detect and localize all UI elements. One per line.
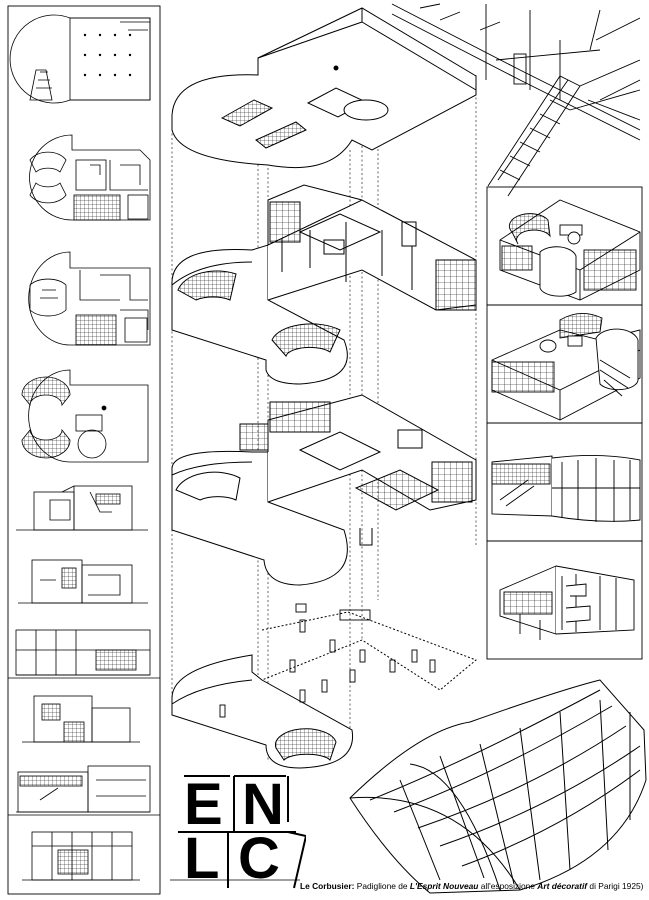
elevation-5 (16, 765, 151, 813)
axo-ground (171, 603, 477, 769)
axo-canopy (349, 679, 647, 894)
perspective-3 (491, 454, 641, 522)
perspective-1 (499, 199, 641, 301)
logo-frame (178, 775, 306, 889)
caption-journal: L'Esprit Nouveau (409, 881, 479, 891)
elevation-1 (16, 485, 148, 531)
plan-stairs (21, 369, 149, 463)
caption-text-3: di Parigi 1925) (587, 881, 644, 891)
caption-text-1: Padiglione de (354, 881, 410, 891)
stair-detail (391, 3, 641, 197)
perspective-4 (499, 565, 635, 640)
elevation-3 (15, 629, 151, 676)
axo-middle-floor (171, 394, 477, 586)
plan-roof (9, 14, 151, 104)
caption-expo: Art décoratif (537, 881, 588, 891)
drawing-caption: Le Corbusier: Padiglione de L'Esprit Nou… (300, 881, 643, 891)
left-panel-frame (7, 5, 161, 895)
logo-letter-c: C (238, 826, 280, 891)
elevation-6 (22, 831, 140, 881)
logo-letter-e: E (184, 772, 223, 837)
perspective-2 (491, 313, 641, 421)
plan-second-floor (28, 251, 151, 346)
plan-first-floor (29, 134, 151, 221)
right-panel-frame (486, 186, 643, 660)
elevation-4 (22, 695, 140, 743)
axo-upper-floor (171, 184, 477, 385)
axo-roof (171, 7, 477, 169)
elevation-2 (18, 559, 148, 604)
caption-text-2: all'esposizione (478, 881, 538, 891)
logo-letter-n: N (242, 772, 284, 837)
logo-letter-l: L (184, 826, 220, 891)
caption-author: Le Corbusier: (300, 881, 355, 891)
